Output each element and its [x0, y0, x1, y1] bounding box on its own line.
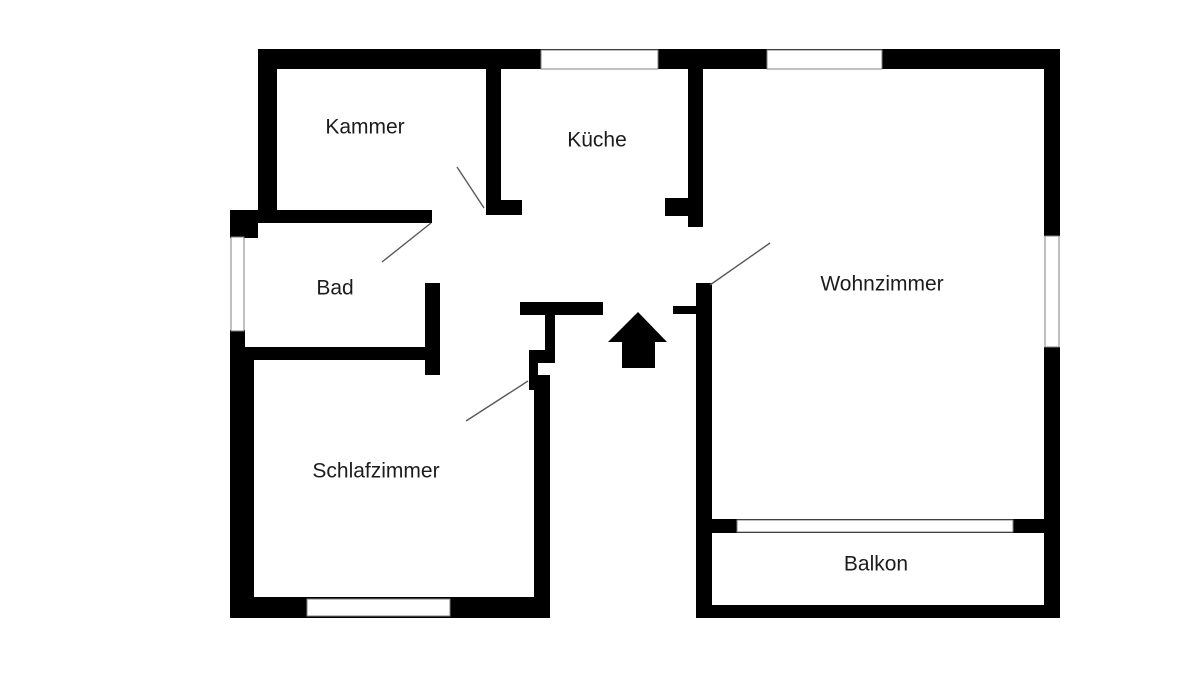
wall-bad-bottom	[230, 347, 440, 360]
wall-kammer-kueche-divider	[486, 49, 501, 215]
wall-bad-right	[425, 283, 440, 375]
entrance-arrow-icon	[608, 312, 667, 368]
wall-kammer-divider-foot	[486, 200, 522, 215]
room-label-kammer: Kammer	[325, 116, 404, 139]
wall-kammer-left-outer	[258, 49, 277, 213]
wall-balkon-bottom	[696, 605, 1058, 618]
wohnzimmer-right-window	[1044, 235, 1060, 348]
schlafzimmer-bottom-window	[306, 598, 451, 617]
room-label-balkon: Balkon	[844, 553, 908, 576]
wall-kueche-right	[688, 49, 703, 227]
wall-vestibule-jog-mid	[529, 350, 555, 363]
door-swing-schlafzimmer-door	[465, 380, 529, 422]
door-swing-kammer-door	[456, 166, 485, 209]
wall-outer-top	[258, 49, 1060, 69]
wall-schlafzimmer-right	[534, 375, 550, 618]
wall-vestibule-jog-upper	[545, 315, 555, 353]
wohnzimmer-top-window	[766, 49, 883, 70]
door-swing-bad-door	[381, 222, 432, 263]
room-label-kueche: Küche	[567, 129, 627, 152]
kueche-top-window	[540, 49, 659, 70]
room-label-wohnzimmer: Wohnzimmer	[820, 273, 943, 296]
bad-left-window	[230, 236, 245, 332]
wall-kueche-right-stub	[665, 198, 690, 216]
wall-kammer-bottom-bad-top	[230, 210, 432, 223]
wall-entry-stub	[673, 306, 696, 314]
wall-outer-right-lower	[1044, 347, 1060, 618]
room-label-bad: Bad	[316, 277, 353, 300]
wall-outer-left-schlafzimmer	[230, 347, 254, 618]
balkon-door-window	[736, 519, 1014, 533]
room-label-schlafzimmer: Schlafzimmer	[312, 460, 439, 483]
wall-wohnzimmer-left	[696, 283, 712, 618]
wall-entry-north-bar	[520, 302, 603, 315]
door-swing-wohnzimmer-door	[709, 242, 771, 286]
wall-vestibule-jog-lower	[529, 363, 538, 390]
wall-outer-right-upper	[1044, 49, 1060, 236]
